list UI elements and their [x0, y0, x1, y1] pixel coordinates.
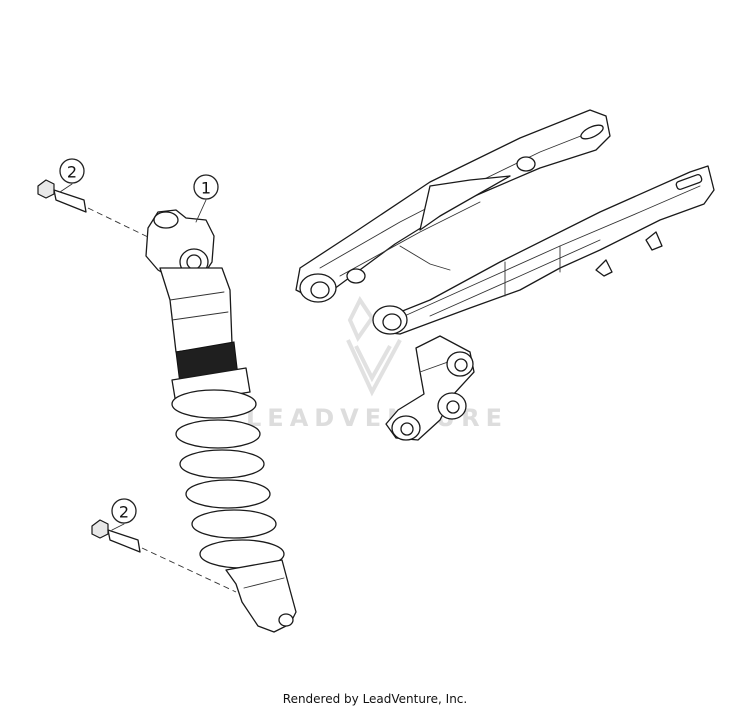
- callout-leader-2a: [59, 183, 73, 193]
- callout-leader-1: [195, 199, 207, 223]
- callout-1[interactable]: 1: [193, 174, 219, 200]
- callout-2-upper-number: 2: [67, 163, 77, 182]
- callout-2-upper[interactable]: 2: [59, 158, 85, 184]
- callout-2-lower[interactable]: 2: [111, 498, 137, 524]
- shock-spring: [171, 389, 285, 569]
- callout-1-number: 1: [201, 179, 211, 198]
- shock-absorber: [145, 209, 297, 633]
- footer-credit: Rendered by LeadVenture, Inc.: [282, 692, 468, 706]
- lower-screw: [91, 519, 237, 593]
- linkage: [385, 335, 475, 441]
- callout-leader-2b: [111, 523, 125, 531]
- upper-screw: [37, 179, 151, 239]
- swingarm: [295, 109, 715, 335]
- callout-2-lower-number: 2: [119, 503, 129, 522]
- watermark-text: LEADVENTURE: [246, 404, 508, 432]
